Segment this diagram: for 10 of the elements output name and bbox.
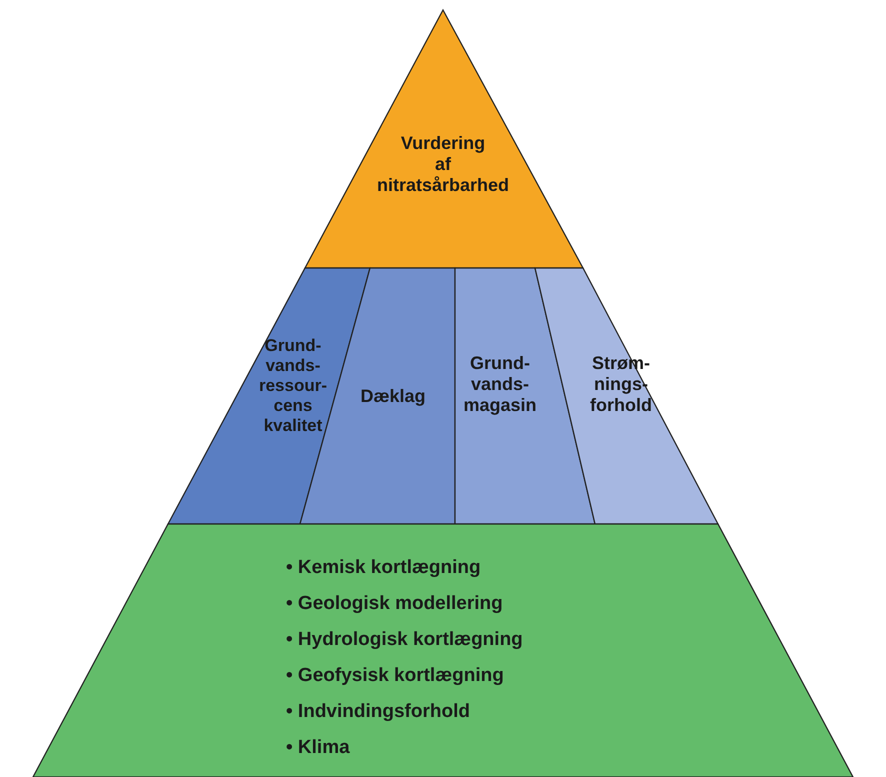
bullet-item: • Indvindingsforhold xyxy=(286,700,471,724)
tier-label: Grund- vands- magasin xyxy=(462,353,538,416)
bullet-item: • Hydrologisk kortlægning xyxy=(286,628,523,652)
bullet-item: • Klima xyxy=(286,736,351,760)
bullet-item: • Kemisk kortlægning xyxy=(286,556,482,580)
tier-label: Vurdering af nitratsårbarhed xyxy=(376,133,510,196)
tier-label: Grund- vands- ressour- cens kvalitet xyxy=(258,336,328,436)
bullet-item: • Geologisk modellering xyxy=(286,592,504,616)
tier-label: Dæklag xyxy=(359,386,427,407)
bullet-item: • Geofysisk kortlægning xyxy=(286,664,505,688)
